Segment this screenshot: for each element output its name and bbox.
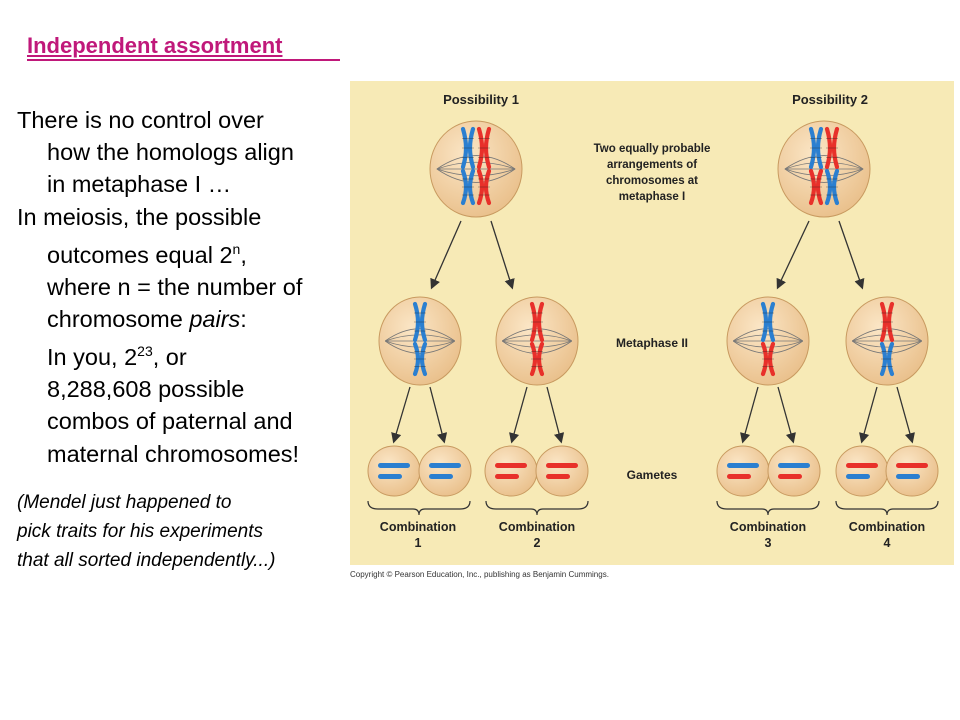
gamete-4b [885,445,939,497]
body-line-7: chromosome pairs: [47,306,247,333]
possibility-1-cell [429,120,523,218]
note-line-2: pick traits for his experiments [17,521,264,542]
gamete-chromosome [846,463,878,468]
arrow [896,386,915,444]
gamete-chromosome [495,474,519,479]
combination-4-number: 4 [884,536,891,550]
caption-line-3: chromosomes at [606,175,698,187]
caption-line-4: metaphase I [619,191,685,203]
combination-1-number: 1 [415,536,422,550]
combination-2-number: 2 [534,536,541,550]
gamete-chromosome [778,463,810,468]
arrow [776,220,810,290]
body-line-9: 8,288,608 possible [47,376,245,403]
gamete-chromosome [896,463,928,468]
possibility-2-label: Possibility 2 [792,92,868,107]
body-line-11: maternal chromosomes! [47,440,300,467]
gamete-1b [418,445,472,497]
gamete-chromosome [495,463,527,468]
gamete-chromosome [378,463,410,468]
combination-brace [485,500,589,516]
body-line-4: In meiosis, the possible [17,203,262,230]
slide-title: Independent assortment [27,33,283,58]
body-line-8: In you, 223, or [47,343,187,371]
possibility-2-cell [777,120,871,218]
body-line-1: There is no control over [17,107,264,133]
metaphase-ii-cell-3 [726,296,810,386]
mendel-note: (Mendel just happened to pick traits for… [17,488,275,575]
arrow [546,386,565,444]
gamete-chromosome [727,474,751,479]
gamete-cell [418,445,472,497]
metaphase-ii-label: Metaphase II [616,336,688,350]
gamete-chromosome [727,463,759,468]
title-underline [27,59,340,61]
gamete-chromosome [429,474,453,479]
arrows [391,220,915,444]
gamete-chromosome [429,463,461,468]
gamete-chromosome [778,474,802,479]
gamete-chromosome [546,463,578,468]
arrow [429,386,448,444]
note-line-1: (Mendel just happened to [17,492,232,513]
gamete-chromosome [546,474,570,479]
gamete-cell [885,445,939,497]
gamete-chromosome [846,474,870,479]
arrow [430,220,462,290]
gamete-1a [367,445,421,497]
copyright-notice: Copyright © Pearson Education, Inc., pub… [350,570,609,579]
combination-4-label: Combination [849,520,925,534]
exponent-n: n [232,240,241,257]
metaphase-ii-cell-4 [845,296,929,386]
body-line-10: combos of paternal and [47,408,293,435]
body-line-5: outcomes equal 2n, [47,240,247,268]
exponent-23: 23 [137,343,153,360]
arrow [509,386,528,444]
arrow [777,386,796,444]
gamete-2a [484,445,538,497]
combination-brace [367,500,471,516]
combination-brace [835,500,939,516]
gamete-cell [367,445,421,497]
combination-3-number: 3 [765,536,772,550]
gamete-cell [535,445,589,497]
combination-1-label: Combination [380,520,456,534]
gamete-chromosome [896,474,920,479]
metaphase-ii-cell-2 [495,296,579,386]
gamete-cell [716,445,770,497]
caption-line-2: arrangements of [607,159,697,171]
note-line-3: that all sorted independently...) [17,550,276,571]
arrow [391,386,411,444]
combination-brace [716,500,820,516]
cells [367,120,939,497]
arrow [859,386,878,444]
gamete-cell [484,445,538,497]
independent-assortment-diagram: Possibility 1 Possibility 2 Two equally … [350,81,954,565]
caption-line-1: Two equally probable [594,143,711,155]
gamete-3b [767,445,821,497]
gamete-3a [716,445,770,497]
arrow [740,386,759,444]
arrow [838,220,865,290]
combination-3-label: Combination [730,520,806,534]
arrow [490,220,515,290]
gametes-label: Gametes [627,468,678,482]
body-line-3: in metaphase I … [47,171,232,198]
gamete-2b [535,445,589,497]
body-line-2: how the homologs align [47,139,294,166]
body-line-6: where n = the number of [47,273,303,300]
gamete-chromosome [378,474,402,479]
possibility-1-label: Possibility 1 [443,92,519,107]
gamete-cell [835,445,889,497]
braces [367,500,939,516]
combination-2-label: Combination [499,520,575,534]
body-text: There is no control over how the homolog… [17,104,347,470]
metaphase-ii-cell-1 [378,296,462,386]
gamete-4a [835,445,889,497]
gamete-cell [767,445,821,497]
